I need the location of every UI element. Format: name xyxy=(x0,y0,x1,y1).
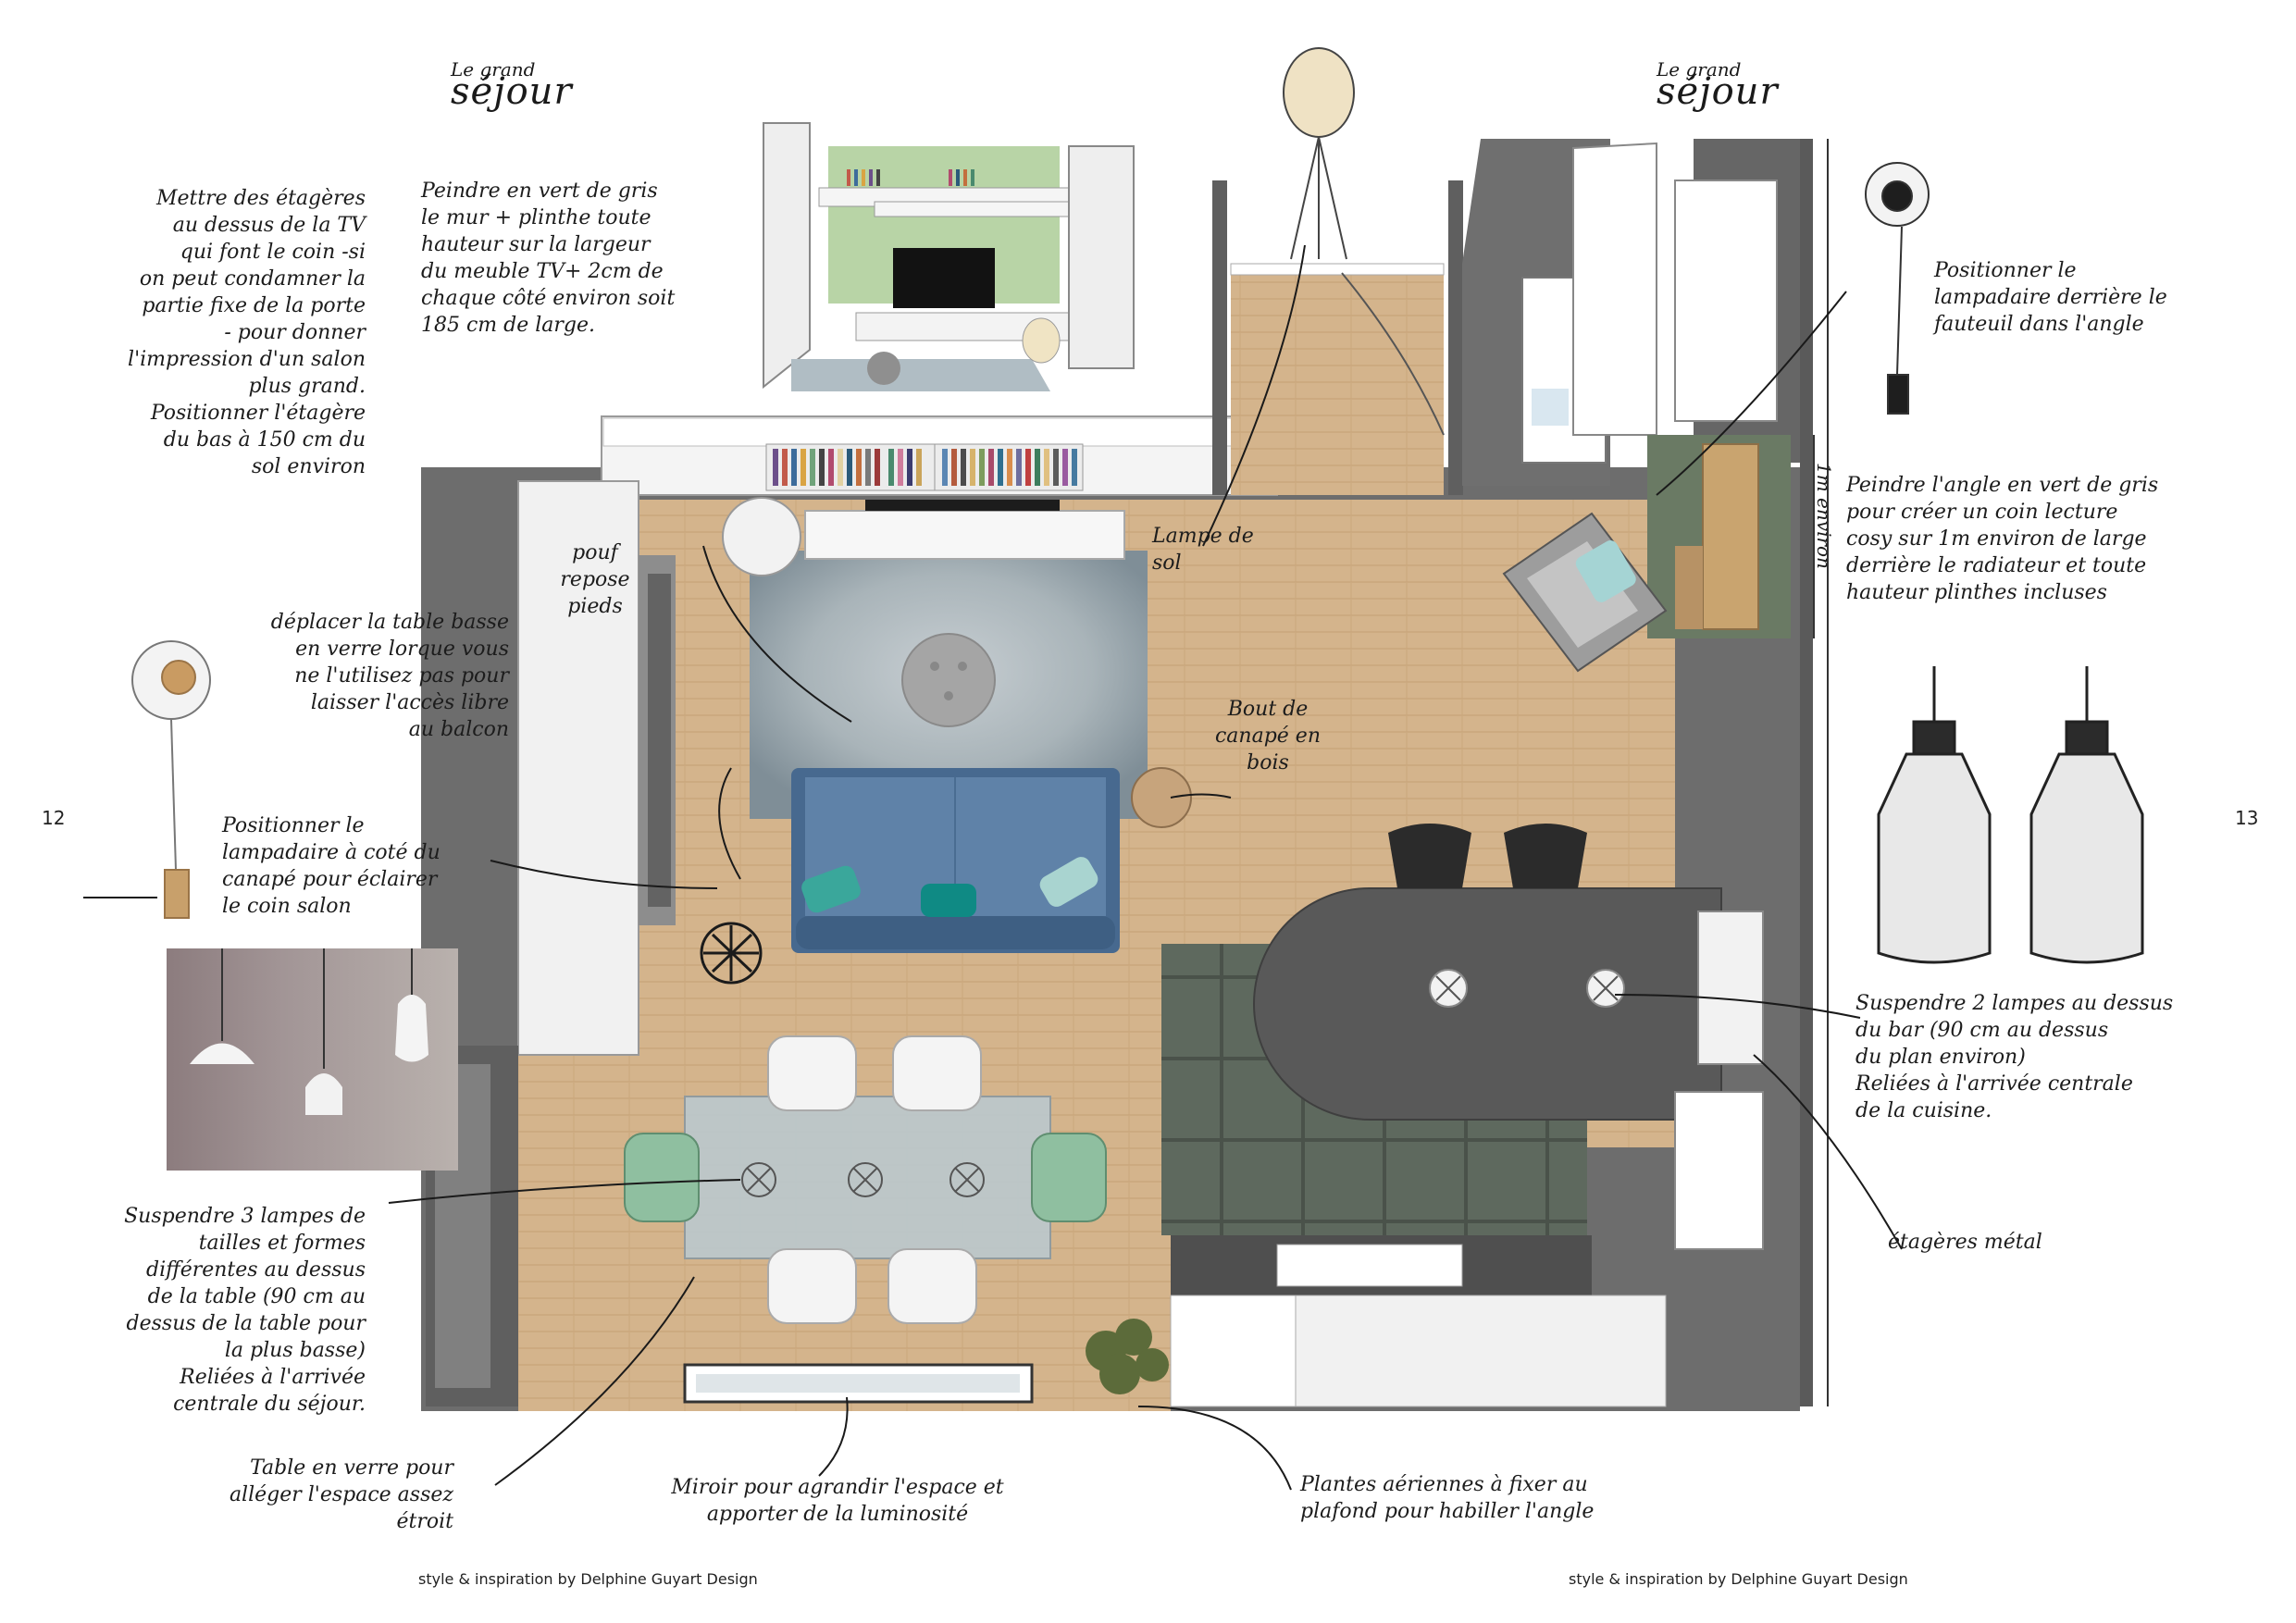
note-plants: Plantes aériennes à fixer au plafond pou… xyxy=(1300,1473,1595,1523)
note-lamp-sofa: Positionner le lampadaire à coté du cana… xyxy=(222,814,441,918)
note-pouf: pouf repose pieds xyxy=(560,541,630,618)
floor-plant xyxy=(700,922,763,985)
credit-right: style & inspiration by Delphine Guyart D… xyxy=(1569,1570,1908,1588)
note-lamp-armchair: Positionner le lampadaire derrière le fa… xyxy=(1934,259,2167,336)
leader-lines xyxy=(83,244,1903,1491)
note-mirror: Miroir pour agrandir l'espace et apporte… xyxy=(671,1476,1004,1526)
note-glass-table: Table en verre pour alléger l'espace ass… xyxy=(229,1456,453,1533)
bar-counter xyxy=(1253,887,1764,1121)
pouf xyxy=(722,497,801,576)
note-bar-lamps: Suspendre 2 lampes au dessus du bar (90 … xyxy=(1855,992,2174,1122)
side-table xyxy=(1131,767,1192,828)
note-floor-lamp: Lampe de sol xyxy=(1152,525,1254,575)
tv-wall-render xyxy=(754,118,1143,391)
dining-table xyxy=(624,1035,1107,1324)
bookshelf-books xyxy=(765,443,1084,491)
left-floor-lamp xyxy=(131,640,211,919)
title-left-big: séjour xyxy=(451,70,573,113)
bar-pendant-lamps xyxy=(1877,666,2144,964)
title-left-small: Le grand xyxy=(451,58,536,81)
credit-left: style & inspiration by Delphine Guyart D… xyxy=(418,1570,758,1588)
title-right-big: séjour xyxy=(1657,70,1779,113)
right-floor-lamp xyxy=(1865,162,1930,415)
corner-plants xyxy=(1086,1319,1169,1394)
note-reading-corner: Peindre l'angle en vert de gris pour cré… xyxy=(1846,474,2159,604)
page-number-right: 13 xyxy=(2235,807,2259,829)
armchair xyxy=(1502,512,1668,673)
hall-floor xyxy=(1231,273,1444,495)
note-shelves-tv: Mettre des étagères au dessus de la TV q… xyxy=(128,187,366,478)
rattan-floor-lamp xyxy=(1283,47,1355,260)
note-one-meter: 1m environ xyxy=(1813,463,1835,569)
title-right-small: Le grand xyxy=(1657,58,1742,81)
sofa xyxy=(791,768,1120,953)
note-table-lamps: Suspendre 3 lampes de tailles et formes … xyxy=(124,1205,366,1416)
tv-unit xyxy=(804,510,1125,560)
page-number-left: 12 xyxy=(42,807,66,829)
note-paint-wall: Peindre en vert de gris le mur + plinthe… xyxy=(421,180,676,337)
note-side-table: Bout de canapé en bois xyxy=(1214,698,1321,774)
note-metal-shelves: étagères métal xyxy=(1888,1231,2042,1254)
left-wall xyxy=(517,480,639,1056)
note-coffee-table: déplacer la table basse en verre lorque … xyxy=(270,611,509,741)
bar-stools xyxy=(1388,824,1587,888)
pendant-lamps-photo xyxy=(167,948,458,1171)
